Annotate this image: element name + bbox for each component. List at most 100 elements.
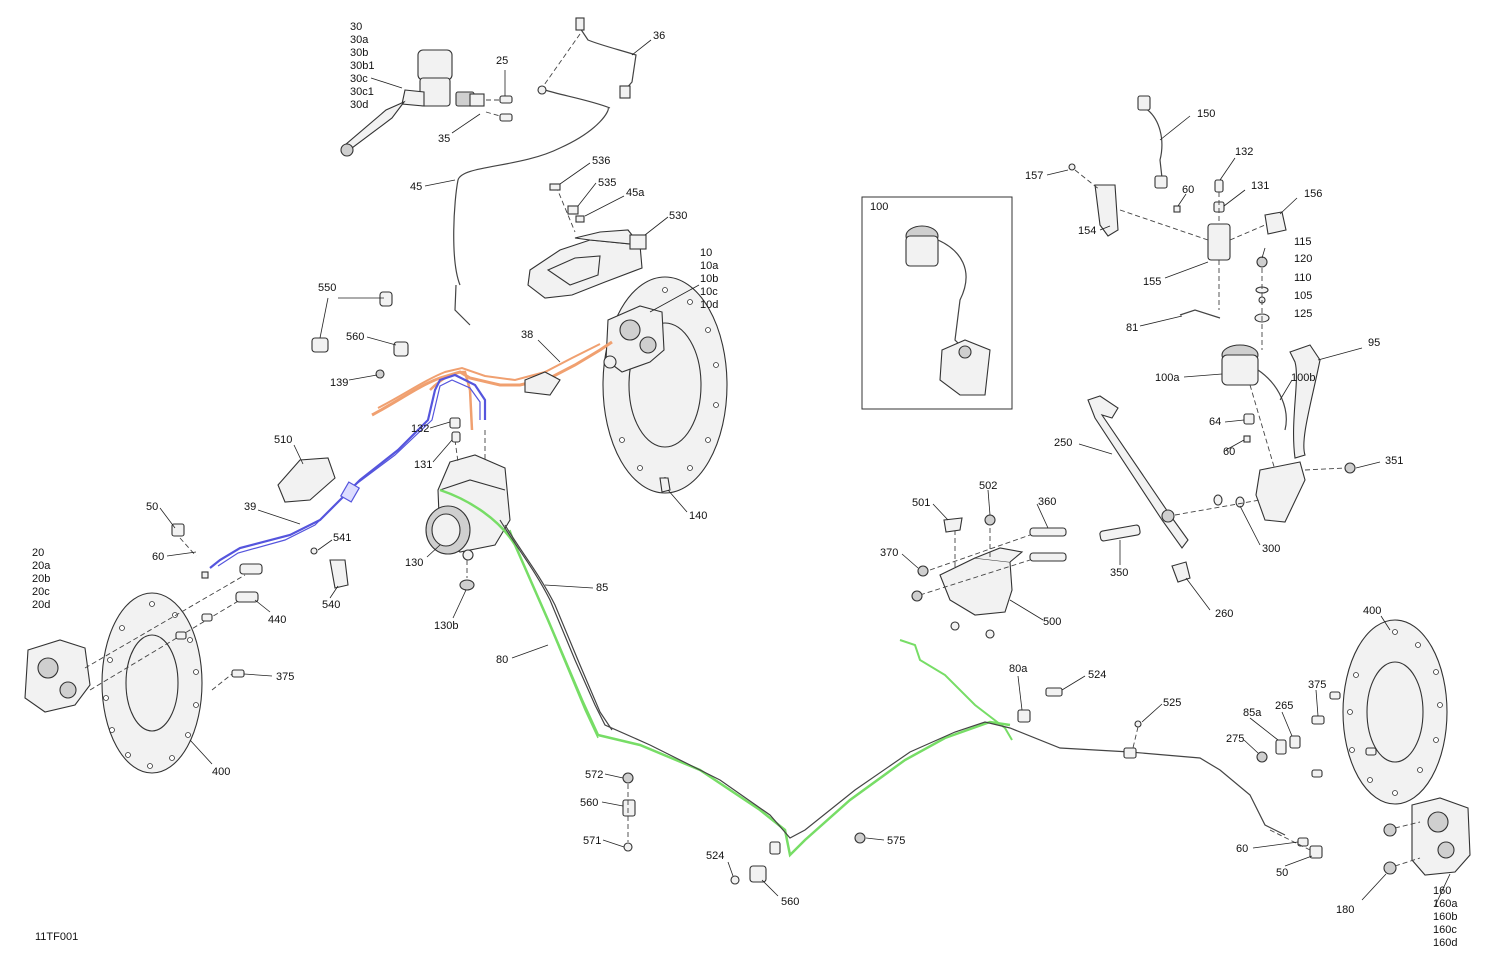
screw-500b [985,629,995,639]
abs-bracket-530 [527,229,647,299]
screw-disc-a [201,613,213,622]
bolt-360a [1029,527,1067,537]
screw-375-left [231,669,245,678]
label-100b: 100b [1291,372,1315,384]
label-265: 265 [1275,700,1293,712]
washer-60-right [1173,205,1181,213]
brake-hose-45-end [454,284,471,326]
bracket-540 [329,559,349,589]
nut-275 [1256,751,1268,763]
label-130b: 130b [434,620,458,632]
label-45: 45 [410,181,422,193]
leader-lines [159,39,1451,907]
bracket-154 [1094,184,1119,237]
label-lever-1: 30a [350,34,369,46]
label-500: 500 [1043,616,1061,628]
label-510: 510 [274,434,292,446]
label-140: 140 [689,510,707,522]
label-370: 370 [880,547,898,559]
label-rc-0: 160 [1433,885,1451,897]
clip-560-mid [622,799,636,817]
hose-45-top [544,89,611,109]
screw-541 [310,547,318,555]
screw-disc-b [175,631,187,640]
diagram-code: 11TF001 [35,931,78,943]
fitting-131 [451,431,461,443]
label-rc-2: 160b [1433,911,1457,923]
label-50-left: 50 [146,501,158,513]
label-95: 95 [1368,337,1380,349]
fitting-132 [449,417,461,429]
clip-260 [1171,561,1191,583]
label-60-left: 60 [152,551,164,563]
label-38: 38 [521,329,533,341]
nut-370a [917,565,929,577]
hose-95 [1289,344,1321,459]
label-157: 157 [1025,170,1043,182]
nut-535 [567,205,579,215]
label-571: 571 [583,835,601,847]
label-154: 154 [1078,225,1096,237]
label-572: 572 [585,769,603,781]
bolt-25 [499,95,513,104]
label-540: 540 [322,599,340,611]
label-60-c: 60 [1223,446,1235,458]
label-535: 535 [598,177,616,189]
fitting-265 [1289,735,1301,749]
fitting-50-left [171,523,185,537]
master-cylinder-lever [340,49,485,157]
brake-line-85-gray [499,519,1286,839]
clip-80a [1017,709,1031,723]
label-80: 80 [496,654,508,666]
brake-line-38-orange [371,340,613,431]
label-530: 530 [669,210,687,222]
switch-150-body [1154,175,1168,189]
nut-351 [1344,462,1356,474]
label-560-top: 560 [346,331,364,343]
label-fc-1: 10a [700,260,719,272]
label-25: 25 [496,55,508,67]
bolt-180a [1383,823,1397,837]
screw-375-right [1311,715,1325,725]
label-524-right: 524 [1088,669,1106,681]
screw-571 [623,842,633,852]
rear-master-cylinder [1255,461,1306,523]
label-100a: 100a [1155,372,1180,384]
label-lc-1: 20a [32,560,51,572]
clip-560-bottom [749,865,767,883]
clip-45a [575,215,585,223]
guard-510 [277,457,336,503]
label-105: 105 [1294,290,1312,302]
washer-60-c [1243,435,1251,443]
label-132-left: 132 [411,423,429,435]
label-64: 64 [1209,416,1221,428]
switch-150-connector [1137,95,1151,111]
label-131-right: 131 [1251,180,1269,192]
label-lc-4: 20d [32,599,50,611]
label-fc-2: 10b [700,273,718,285]
label-150: 150 [1197,108,1215,120]
rear-caliper-160 [1411,797,1471,876]
washer-300a [1213,494,1223,506]
bolt-180b [1383,861,1397,875]
label-132-right: 132 [1235,146,1253,158]
front-caliper-10 [603,305,665,373]
label-85a: 85a [1243,707,1262,719]
inset-reservoir [905,225,991,396]
label-lc-0: 20 [32,547,44,559]
label-131-left: 131 [414,459,432,471]
label-lever-0: 30 [350,21,362,33]
label-lever-4: 30c [350,73,368,85]
label-501: 501 [912,497,930,509]
label-fc-3: 10c [700,286,718,298]
nut-572 [622,772,634,784]
label-180: 180 [1336,904,1354,916]
cap-501 [943,517,963,533]
label-350: 350 [1110,567,1128,579]
label-375-left: 375 [276,671,294,683]
brake-line-80-green [439,488,1013,858]
label-440: 440 [268,614,286,626]
label-502: 502 [979,480,997,492]
